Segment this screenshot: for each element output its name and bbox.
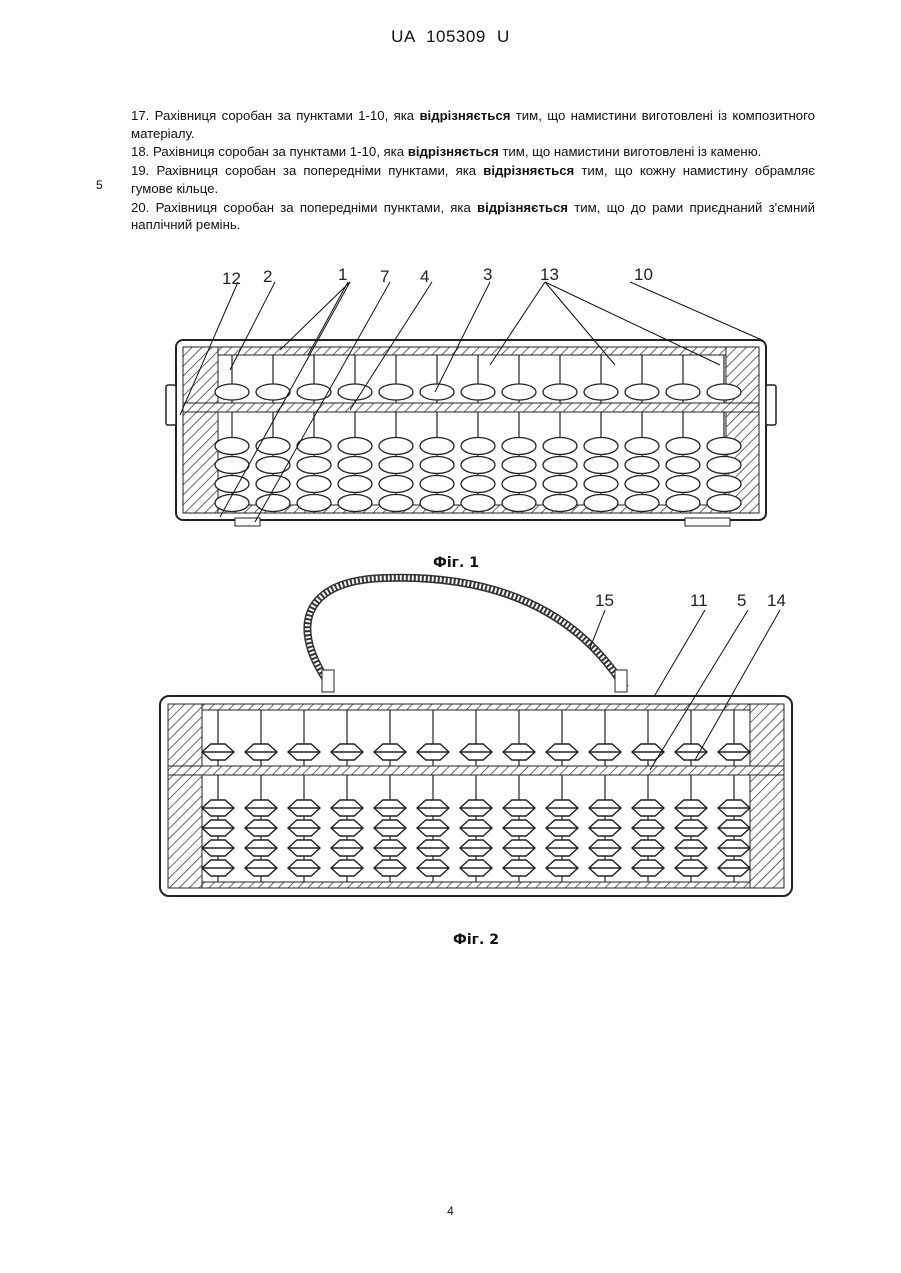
lower-bead [420, 495, 454, 512]
lower-bead [461, 476, 495, 493]
svg-text:11: 11 [690, 591, 708, 610]
lower-bead [338, 438, 372, 455]
svg-text:14: 14 [767, 591, 786, 610]
fig2-reference-numbers: 15 11 5 14 [595, 591, 786, 610]
lower-bead [502, 476, 536, 493]
lower-bead [297, 438, 331, 455]
figure-1-caption: Фіг. 1 [433, 555, 479, 571]
svg-text:12: 12 [222, 269, 241, 288]
page-number: 4 [0, 1204, 901, 1218]
lower-bead [502, 438, 536, 455]
lower-bead [584, 476, 618, 493]
lower-bead [256, 495, 290, 512]
fig1-reference-numbers: 12 2 1 7 4 3 13 10 [222, 265, 653, 288]
figure-1-soroban: 12 2 1 7 4 3 13 10 [160, 260, 785, 535]
lower-bead [707, 438, 741, 455]
svg-text:7: 7 [380, 267, 389, 286]
upper-bead [707, 384, 741, 400]
upper-bead [215, 384, 249, 400]
lower-bead [625, 438, 659, 455]
upper-bead [625, 384, 659, 400]
svg-text:10: 10 [634, 265, 653, 284]
lower-bead [297, 495, 331, 512]
lower-bead [707, 476, 741, 493]
lower-bead [666, 476, 700, 493]
lower-bead [461, 457, 495, 474]
upper-bead [666, 384, 700, 400]
lower-bead [625, 457, 659, 474]
claim-18: 18. Рахівниця соробан за пунктами 1-10, … [131, 143, 815, 161]
lower-bead [625, 495, 659, 512]
lower-bead [338, 476, 372, 493]
lower-bead [461, 438, 495, 455]
lower-bead [543, 495, 577, 512]
upper-bead [379, 384, 413, 400]
figure-2-caption: Фіг. 2 [453, 932, 499, 948]
lower-bead [461, 495, 495, 512]
lower-bead [707, 457, 741, 474]
upper-bead [420, 384, 454, 400]
claim-20: 20. Рахівниця соробан за попередніми пун… [131, 199, 815, 234]
lower-bead [379, 495, 413, 512]
lower-bead [420, 438, 454, 455]
lower-bead [584, 457, 618, 474]
lower-bead [338, 495, 372, 512]
svg-text:13: 13 [540, 265, 559, 284]
claim-17: 17. Рахівниця соробан за пунктами 1-10, … [131, 107, 815, 142]
lower-bead [543, 457, 577, 474]
lower-bead [502, 495, 536, 512]
lower-bead [420, 457, 454, 474]
upper-bead [338, 384, 372, 400]
lower-bead [584, 495, 618, 512]
lower-bead [666, 495, 700, 512]
lower-bead [543, 476, 577, 493]
claim-19: 19. Рахівниця соробан за попередніми пун… [131, 162, 815, 197]
lower-bead [256, 438, 290, 455]
lower-bead [215, 457, 249, 474]
lower-bead [502, 457, 536, 474]
document-code-header: UA 105309 U [0, 27, 901, 47]
svg-text:15: 15 [595, 591, 614, 610]
lower-bead [666, 438, 700, 455]
upper-bead [297, 384, 331, 400]
lower-bead [215, 495, 249, 512]
figure-2-soroban: 15 11 5 14 [150, 570, 800, 905]
lower-bead [584, 438, 618, 455]
lower-bead [625, 476, 659, 493]
lower-bead [379, 438, 413, 455]
upper-bead [502, 384, 536, 400]
lower-bead [215, 476, 249, 493]
lower-bead [420, 476, 454, 493]
upper-bead [543, 384, 577, 400]
svg-text:3: 3 [483, 265, 492, 284]
claims-text: 17. Рахівниця соробан за пунктами 1-10, … [131, 107, 815, 235]
lower-bead [215, 438, 249, 455]
lower-bead [297, 457, 331, 474]
svg-text:1: 1 [338, 265, 347, 284]
lower-bead [379, 476, 413, 493]
lower-bead [297, 476, 331, 493]
svg-text:2: 2 [263, 267, 272, 286]
upper-bead [256, 384, 290, 400]
upper-bead [584, 384, 618, 400]
lower-bead [256, 457, 290, 474]
lower-bead [666, 457, 700, 474]
svg-text:5: 5 [737, 591, 746, 610]
upper-bead [461, 384, 495, 400]
lower-bead [338, 457, 372, 474]
svg-text:4: 4 [420, 267, 429, 286]
line-number: 5 [96, 178, 103, 192]
lower-bead [543, 438, 577, 455]
lower-bead [379, 457, 413, 474]
lower-bead [707, 495, 741, 512]
